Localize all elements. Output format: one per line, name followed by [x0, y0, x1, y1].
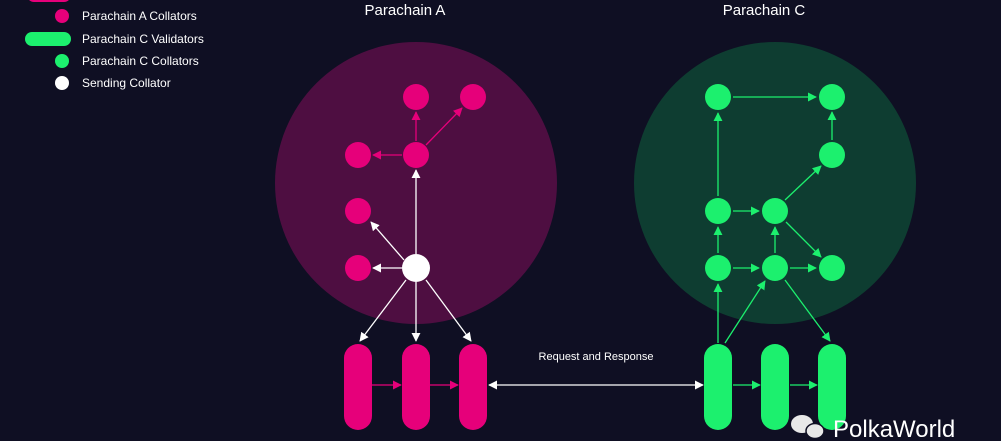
collator-c-node [705, 255, 731, 281]
validator-c-node [818, 344, 846, 430]
validator-c-node [704, 344, 732, 430]
collator-c-node [762, 198, 788, 224]
validator-node [402, 344, 430, 430]
edge [425, 107, 463, 146]
wechat-icon [791, 415, 825, 440]
title-parachain-a: Parachain A [365, 2, 446, 19]
collator-c-node [819, 84, 845, 110]
collator-c-node [819, 142, 845, 168]
request-response-label: Request and Response [539, 351, 654, 363]
collator-a-node [345, 198, 371, 224]
validator-c-node [761, 344, 789, 430]
legend-label: Parachain C Validators [82, 32, 204, 46]
edge [784, 165, 822, 201]
edge [784, 279, 831, 342]
sending-collator-node [402, 254, 430, 282]
parachain-c-region [634, 42, 916, 324]
legend-dot-sending [55, 76, 69, 90]
validator-node [344, 344, 372, 430]
edge [359, 279, 407, 342]
title-parachain-c: Parachain C [723, 2, 806, 19]
validator-node [459, 344, 487, 430]
collator-a-node [460, 84, 486, 110]
legend-label: Parachain C Collators [82, 54, 199, 68]
legend-pill-c-validators [25, 32, 71, 46]
edge [425, 279, 472, 342]
collator-a-node [345, 255, 371, 281]
watermark: PolkaWorld [833, 416, 955, 441]
legend-pill-partial [29, 0, 69, 2]
collator-a-node [345, 142, 371, 168]
legend-dot-c-collators [55, 54, 69, 68]
collator-a-node [403, 142, 429, 168]
collator-a-node [403, 84, 429, 110]
collator-c-node [705, 84, 731, 110]
legend-label: Parachain A Collators [82, 9, 197, 23]
legend-label: Sending Collator [82, 76, 171, 90]
edge [724, 280, 766, 344]
edge [370, 221, 405, 261]
collator-c-node [762, 255, 788, 281]
collator-c-node [819, 255, 845, 281]
collator-c-node [705, 198, 731, 224]
edge [785, 221, 822, 258]
legend-dot-a-collators [55, 9, 69, 23]
